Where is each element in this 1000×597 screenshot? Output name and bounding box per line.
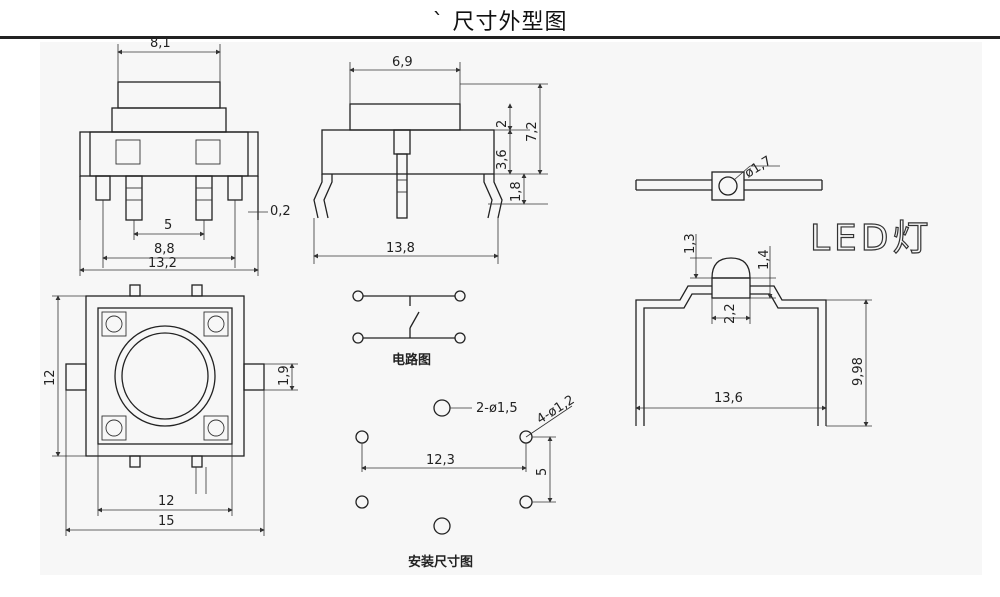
dim-5: 5: [164, 218, 172, 233]
mounting-holes: [355, 399, 573, 535]
dim-1-9: 1,9: [277, 365, 292, 386]
dim-2: 2: [495, 120, 510, 128]
led-label: LED灯: [810, 218, 933, 259]
dim-13-8: 13,8: [386, 241, 415, 256]
dim-7-2: 7,2: [525, 121, 540, 142]
dim-12-horizontal: 12: [158, 494, 175, 509]
page-title: ` 尺寸外型图: [432, 10, 568, 35]
front-view-dimensions: [52, 295, 298, 536]
led-dim-9-98: 9,98: [851, 357, 866, 386]
led-dim-2-2: 2,2: [723, 303, 738, 324]
dim-1-8: 1,8: [509, 181, 524, 202]
led-dim-1-4: 1,4: [757, 249, 772, 270]
circuit-caption: 电路图: [392, 352, 431, 368]
dim-13-2: 13,2: [148, 256, 177, 271]
dim-6-9: 6,9: [392, 55, 413, 70]
dim-5-mount: 5: [535, 468, 550, 476]
dim-8-1: 8,1: [150, 36, 171, 51]
led-dim-1-3: 1,3: [683, 233, 698, 254]
led-side: [635, 234, 872, 427]
dim-0-2: 0,2: [270, 204, 291, 219]
top-view-switch: [79, 81, 259, 221]
circuit-diagram: [352, 290, 466, 344]
dim-12-vertical: 12: [43, 369, 58, 386]
led-top: [635, 165, 823, 201]
dim-3-6: 3,6: [495, 149, 510, 170]
header-rule: [0, 36, 1000, 39]
hole-label-1-5: 2-ø1,5: [476, 401, 518, 416]
front-view-switch: [65, 284, 265, 468]
dim-15: 15: [158, 514, 175, 529]
led-dim-13-6: 13,6: [714, 391, 743, 406]
led-lead-dia: ø1,7: [742, 153, 774, 181]
hole-label-1-2: 4-ø1,2: [534, 393, 577, 428]
dim-12-3: 12,3: [426, 453, 455, 468]
side-view-dimensions: [313, 62, 548, 264]
dim-8-8: 8,8: [154, 242, 175, 257]
mounting-caption: 安装尺寸图: [408, 554, 473, 570]
top-view-dimensions: [79, 44, 268, 276]
side-view-switch: [313, 103, 503, 219]
